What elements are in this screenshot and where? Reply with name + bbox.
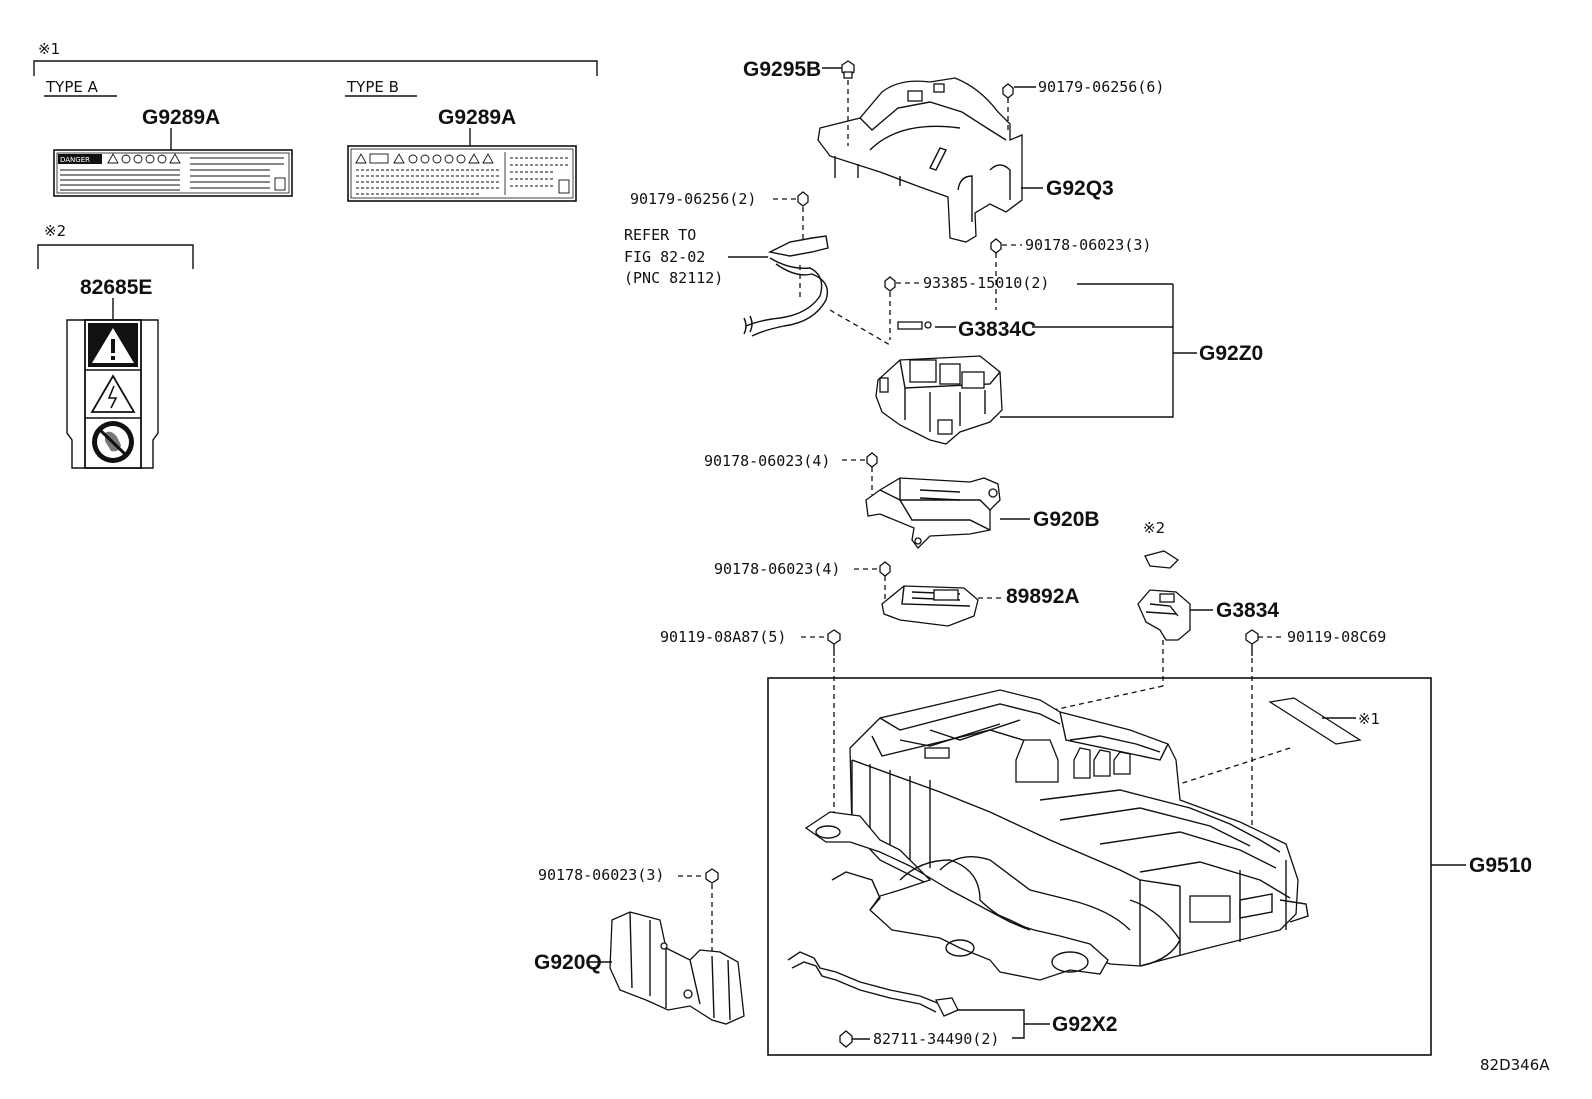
control-module-89892a bbox=[881, 585, 979, 627]
bolt-icon bbox=[866, 452, 878, 468]
part-g9510[interactable]: G9510 bbox=[1469, 854, 1532, 877]
bolt-icon bbox=[879, 561, 891, 577]
part-90179-06256-2[interactable]: 90179-06256(2) bbox=[630, 190, 756, 208]
note-1-marker: ※1 bbox=[38, 40, 60, 58]
type-a-part-number: G9289A bbox=[142, 106, 220, 129]
bolt-icon bbox=[827, 629, 841, 656]
part-g92z0[interactable]: G92Z0 bbox=[1199, 342, 1263, 365]
refer-line-3: (PNC 82112) bbox=[624, 269, 723, 287]
part-90178-06023-4-upper[interactable]: 90178-06023(4) bbox=[704, 452, 830, 470]
part-90119-08a87-5[interactable]: 90119-08A87(5) bbox=[660, 628, 786, 646]
bolt-icon bbox=[705, 868, 719, 884]
figure-code: 82D346A bbox=[1480, 1056, 1550, 1074]
clip-icon bbox=[839, 1030, 853, 1048]
type-b-warning-sticker bbox=[347, 145, 577, 202]
part-90178-06023-4-lower[interactable]: 90178-06023(4) bbox=[714, 560, 840, 578]
nut-icon bbox=[841, 60, 855, 79]
warning-label-part-number: 82685E bbox=[80, 276, 152, 299]
high-voltage-warning-label bbox=[66, 319, 159, 469]
part-g920q[interactable]: G920Q bbox=[534, 951, 602, 974]
high-voltage-icon bbox=[90, 374, 136, 413]
type-b-part-number: G9289A bbox=[438, 106, 516, 129]
part-g920b[interactable]: G920B bbox=[1033, 508, 1100, 531]
type-b-label: TYPE B bbox=[346, 78, 399, 96]
part-90178-06023-3-lower[interactable]: 90178-06023(3) bbox=[538, 866, 664, 884]
bracket-g920q bbox=[609, 911, 745, 1025]
service-plug-g3834 bbox=[1137, 589, 1191, 641]
note-2-marker: ※2 bbox=[44, 222, 66, 240]
support-bracket bbox=[865, 477, 1001, 549]
part-93385-15010-2[interactable]: 93385-15010(2) bbox=[923, 274, 1049, 292]
junction-block bbox=[875, 355, 1003, 445]
bolt-icon bbox=[1002, 83, 1014, 99]
label-sheet bbox=[1268, 697, 1362, 745]
fuse-part bbox=[897, 321, 932, 330]
part-90119-08c69[interactable]: 90119-08C69 bbox=[1287, 628, 1386, 646]
note-1-bracket bbox=[33, 60, 598, 76]
g9510-frame bbox=[767, 677, 1432, 1056]
bolt-icon bbox=[797, 191, 809, 207]
danger-text: DANGER bbox=[60, 156, 90, 164]
battery-cover bbox=[817, 77, 1023, 243]
bolt-icon bbox=[884, 276, 896, 292]
part-g92q3[interactable]: G92Q3 bbox=[1046, 177, 1114, 200]
bolt-icon bbox=[1245, 629, 1259, 656]
part-g9295b[interactable]: G9295B bbox=[743, 58, 821, 81]
part-90179-06256-6[interactable]: 90179-06256(6) bbox=[1038, 78, 1164, 96]
part-82711-34490-2[interactable]: 82711-34490(2) bbox=[873, 1030, 999, 1048]
refer-line-2: FIG 82-02 bbox=[624, 248, 705, 266]
part-90178-06023-3-top[interactable]: 90178-06023(3) bbox=[1025, 236, 1151, 254]
bolt-icon bbox=[990, 238, 1002, 254]
type-a-warning-sticker: DANGER bbox=[53, 149, 293, 197]
power-cable bbox=[743, 235, 829, 337]
refer-line-1: REFER TO bbox=[624, 226, 696, 244]
type-a-label: TYPE A bbox=[45, 78, 99, 96]
note-2-bracket bbox=[37, 244, 194, 269]
battery-tray bbox=[804, 811, 1309, 981]
note-2-small: ※2 bbox=[1143, 519, 1165, 537]
battery-cable-g92x2 bbox=[787, 951, 959, 1017]
part-g92x2[interactable]: G92X2 bbox=[1052, 1013, 1117, 1036]
small-plate bbox=[1144, 550, 1180, 569]
part-g3834c[interactable]: G3834C bbox=[958, 318, 1036, 341]
note-1-small: ※1 bbox=[1358, 710, 1380, 728]
part-g3834[interactable]: G3834 bbox=[1216, 599, 1279, 622]
part-89892a[interactable]: 89892A bbox=[1006, 585, 1080, 608]
